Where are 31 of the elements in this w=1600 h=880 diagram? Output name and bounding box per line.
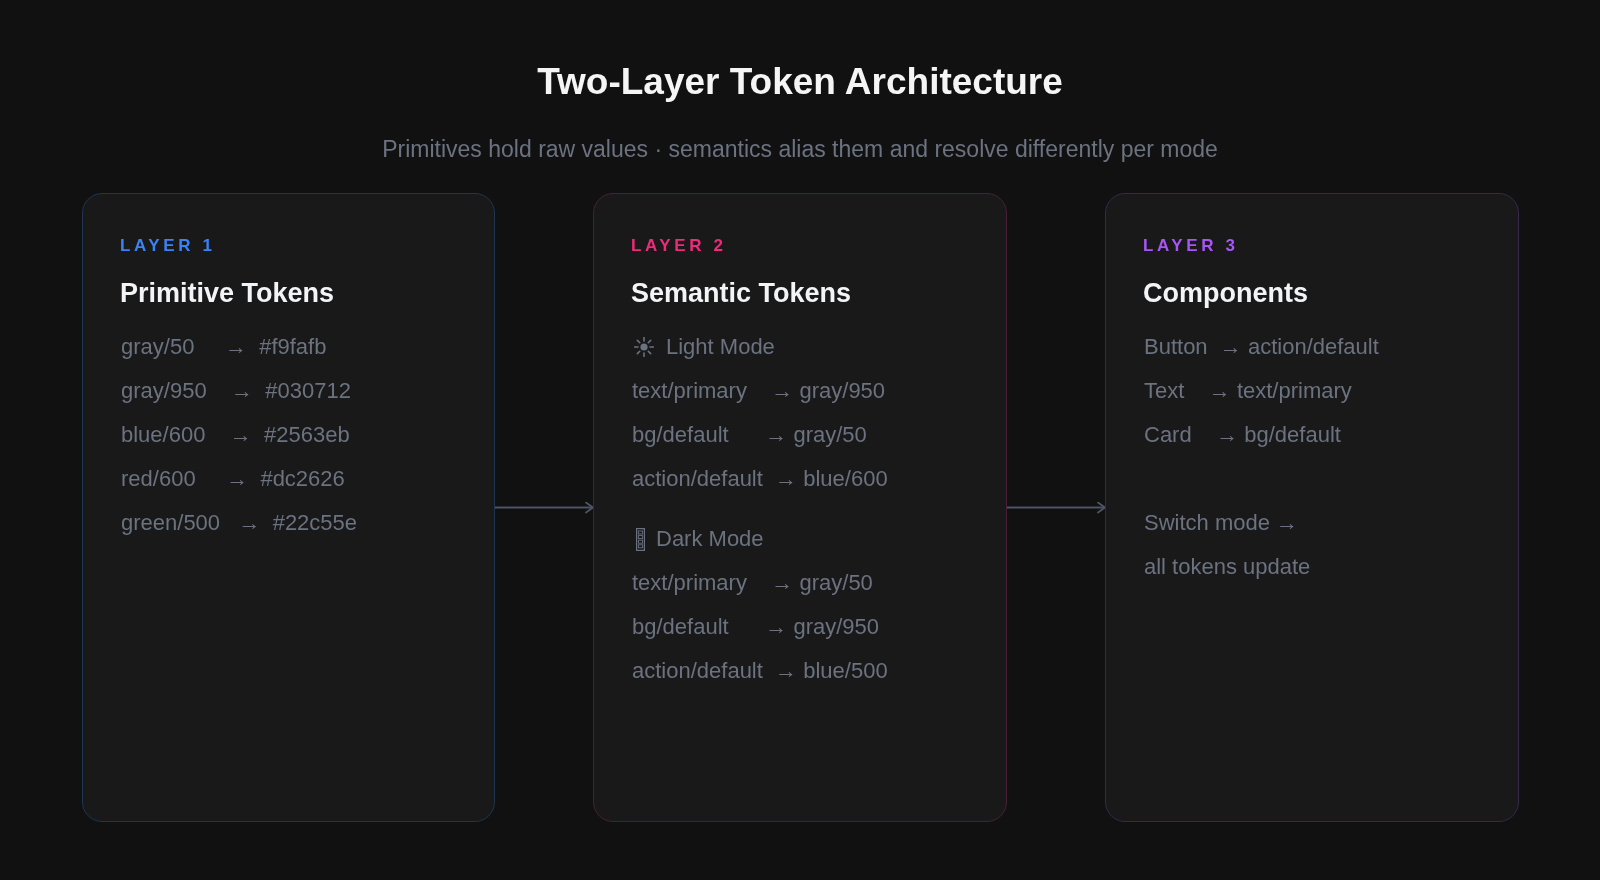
token-mapping: gray/950 → #030712 xyxy=(121,377,351,405)
token-mapping: blue/600 → #2563eb xyxy=(121,421,350,449)
layer-card xyxy=(82,193,495,822)
card-title: Primitive Tokens xyxy=(120,277,335,310)
layer-card xyxy=(593,193,1007,822)
layer-label: LAYER 3 xyxy=(1143,235,1239,257)
token-mapping: text/primary → gray/950 xyxy=(632,377,886,405)
subtitle: Primitives hold raw values · semantics alias them and resolve differently per mode xyxy=(382,135,1218,164)
token-mapping: action/default → blue/600 xyxy=(632,465,888,493)
card-title: Components xyxy=(1143,277,1308,310)
token-mapping: action/default → blue/500 xyxy=(632,657,888,685)
layer-card xyxy=(1105,193,1519,822)
token-mapping: bg/default → gray/50 xyxy=(632,421,867,449)
token-mapping: Card → bg/default xyxy=(1144,421,1341,449)
token-mapping: Switch mode → xyxy=(1144,509,1299,537)
token-mapping: all tokens update xyxy=(1144,553,1311,581)
token-mapping: Text → text/primary xyxy=(1144,377,1352,405)
mode-heading: Dark Mode xyxy=(656,525,764,553)
card-title: Semantic Tokens xyxy=(631,277,852,310)
layer-label: LAYER 2 xyxy=(631,235,727,257)
token-mapping: Button → action/default xyxy=(1144,333,1379,361)
token-mapping: red/600 → #dc2626 xyxy=(121,465,345,493)
layer-label: LAYER 1 xyxy=(120,235,216,257)
token-mapping: gray/50 → #f9fafb xyxy=(121,333,327,361)
token-mapping: bg/default → gray/950 xyxy=(632,613,880,641)
arrow xyxy=(1006,501,1106,514)
mode-heading: Light Mode xyxy=(666,333,775,361)
arrow xyxy=(494,501,594,514)
token-mapping: text/primary → gray/50 xyxy=(632,569,873,597)
diagram-title: Two-Layer Token Architecture xyxy=(537,60,1063,104)
token-mapping: green/500 → #22c55e xyxy=(121,509,358,537)
